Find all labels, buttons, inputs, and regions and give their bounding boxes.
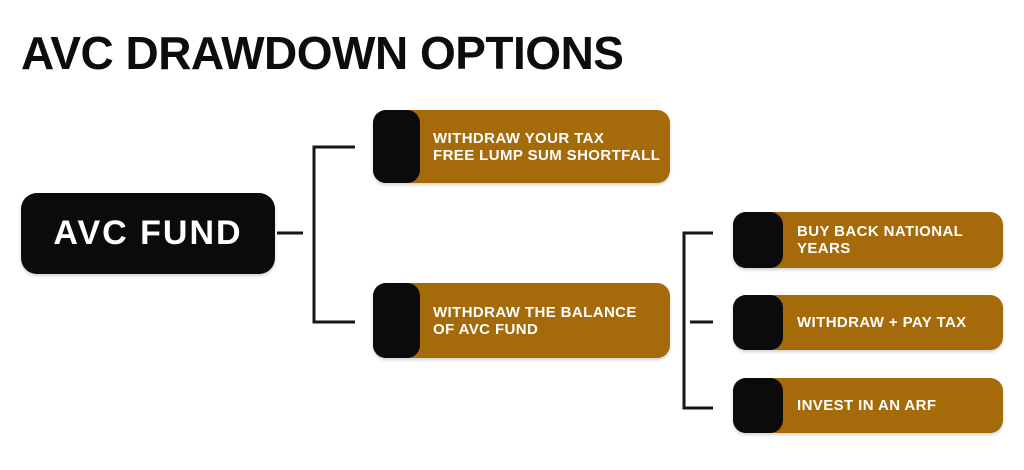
diagram-title: AVC DRAWDOWN OPTIONS [21,27,624,79]
label-line: FREE LUMP SUM SHORTFALL [433,146,661,164]
node-tab-block [373,110,420,183]
label-line: WITHDRAW + PAY TAX [797,314,967,331]
right-bracket-line [682,231,713,410]
node-tab-block [733,378,783,433]
node-tab-block [733,212,783,268]
node-buy-back-national-years: BUY BACK NATIONAL YEARS [733,212,1003,268]
node-avc-fund: AVC FUND [21,193,275,274]
node-label: WITHDRAW + PAY TAX [733,314,967,331]
node-withdraw-balance-of-avc-fund: WITHDRAW THE BALANCE OF AVC FUND [373,283,670,358]
node-tab-block [373,283,420,358]
node-invest-in-an-arf: INVEST IN AN ARF [733,378,1003,433]
label-line: INVEST IN AN ARF [797,397,937,414]
label-line: BUY BACK NATIONAL [797,223,964,240]
node-tab-block [733,295,783,350]
label-line: YEARS [797,240,851,257]
label-line: OF AVC FUND [433,320,539,338]
node-label: WITHDRAW THE BALANCE OF AVC FUND [373,304,637,338]
label-line: WITHDRAW THE BALANCE [433,303,637,321]
node-withdraw-pay-tax: WITHDRAW + PAY TAX [733,295,1003,350]
node-label: AVC FUND [53,214,243,252]
node-withdraw-tax-free-lump-sum-shortfall: WITHDRAW YOUR TAX FREE LUMP SUM SHORTFAL… [373,110,670,183]
left-bracket-line [312,145,355,324]
node-label: BUY BACK NATIONAL YEARS [733,223,963,257]
label-line: WITHDRAW YOUR TAX [433,129,605,147]
node-label: INVEST IN AN ARF [733,397,936,414]
node-label: WITHDRAW YOUR TAX FREE LUMP SUM SHORTFAL… [373,130,660,164]
